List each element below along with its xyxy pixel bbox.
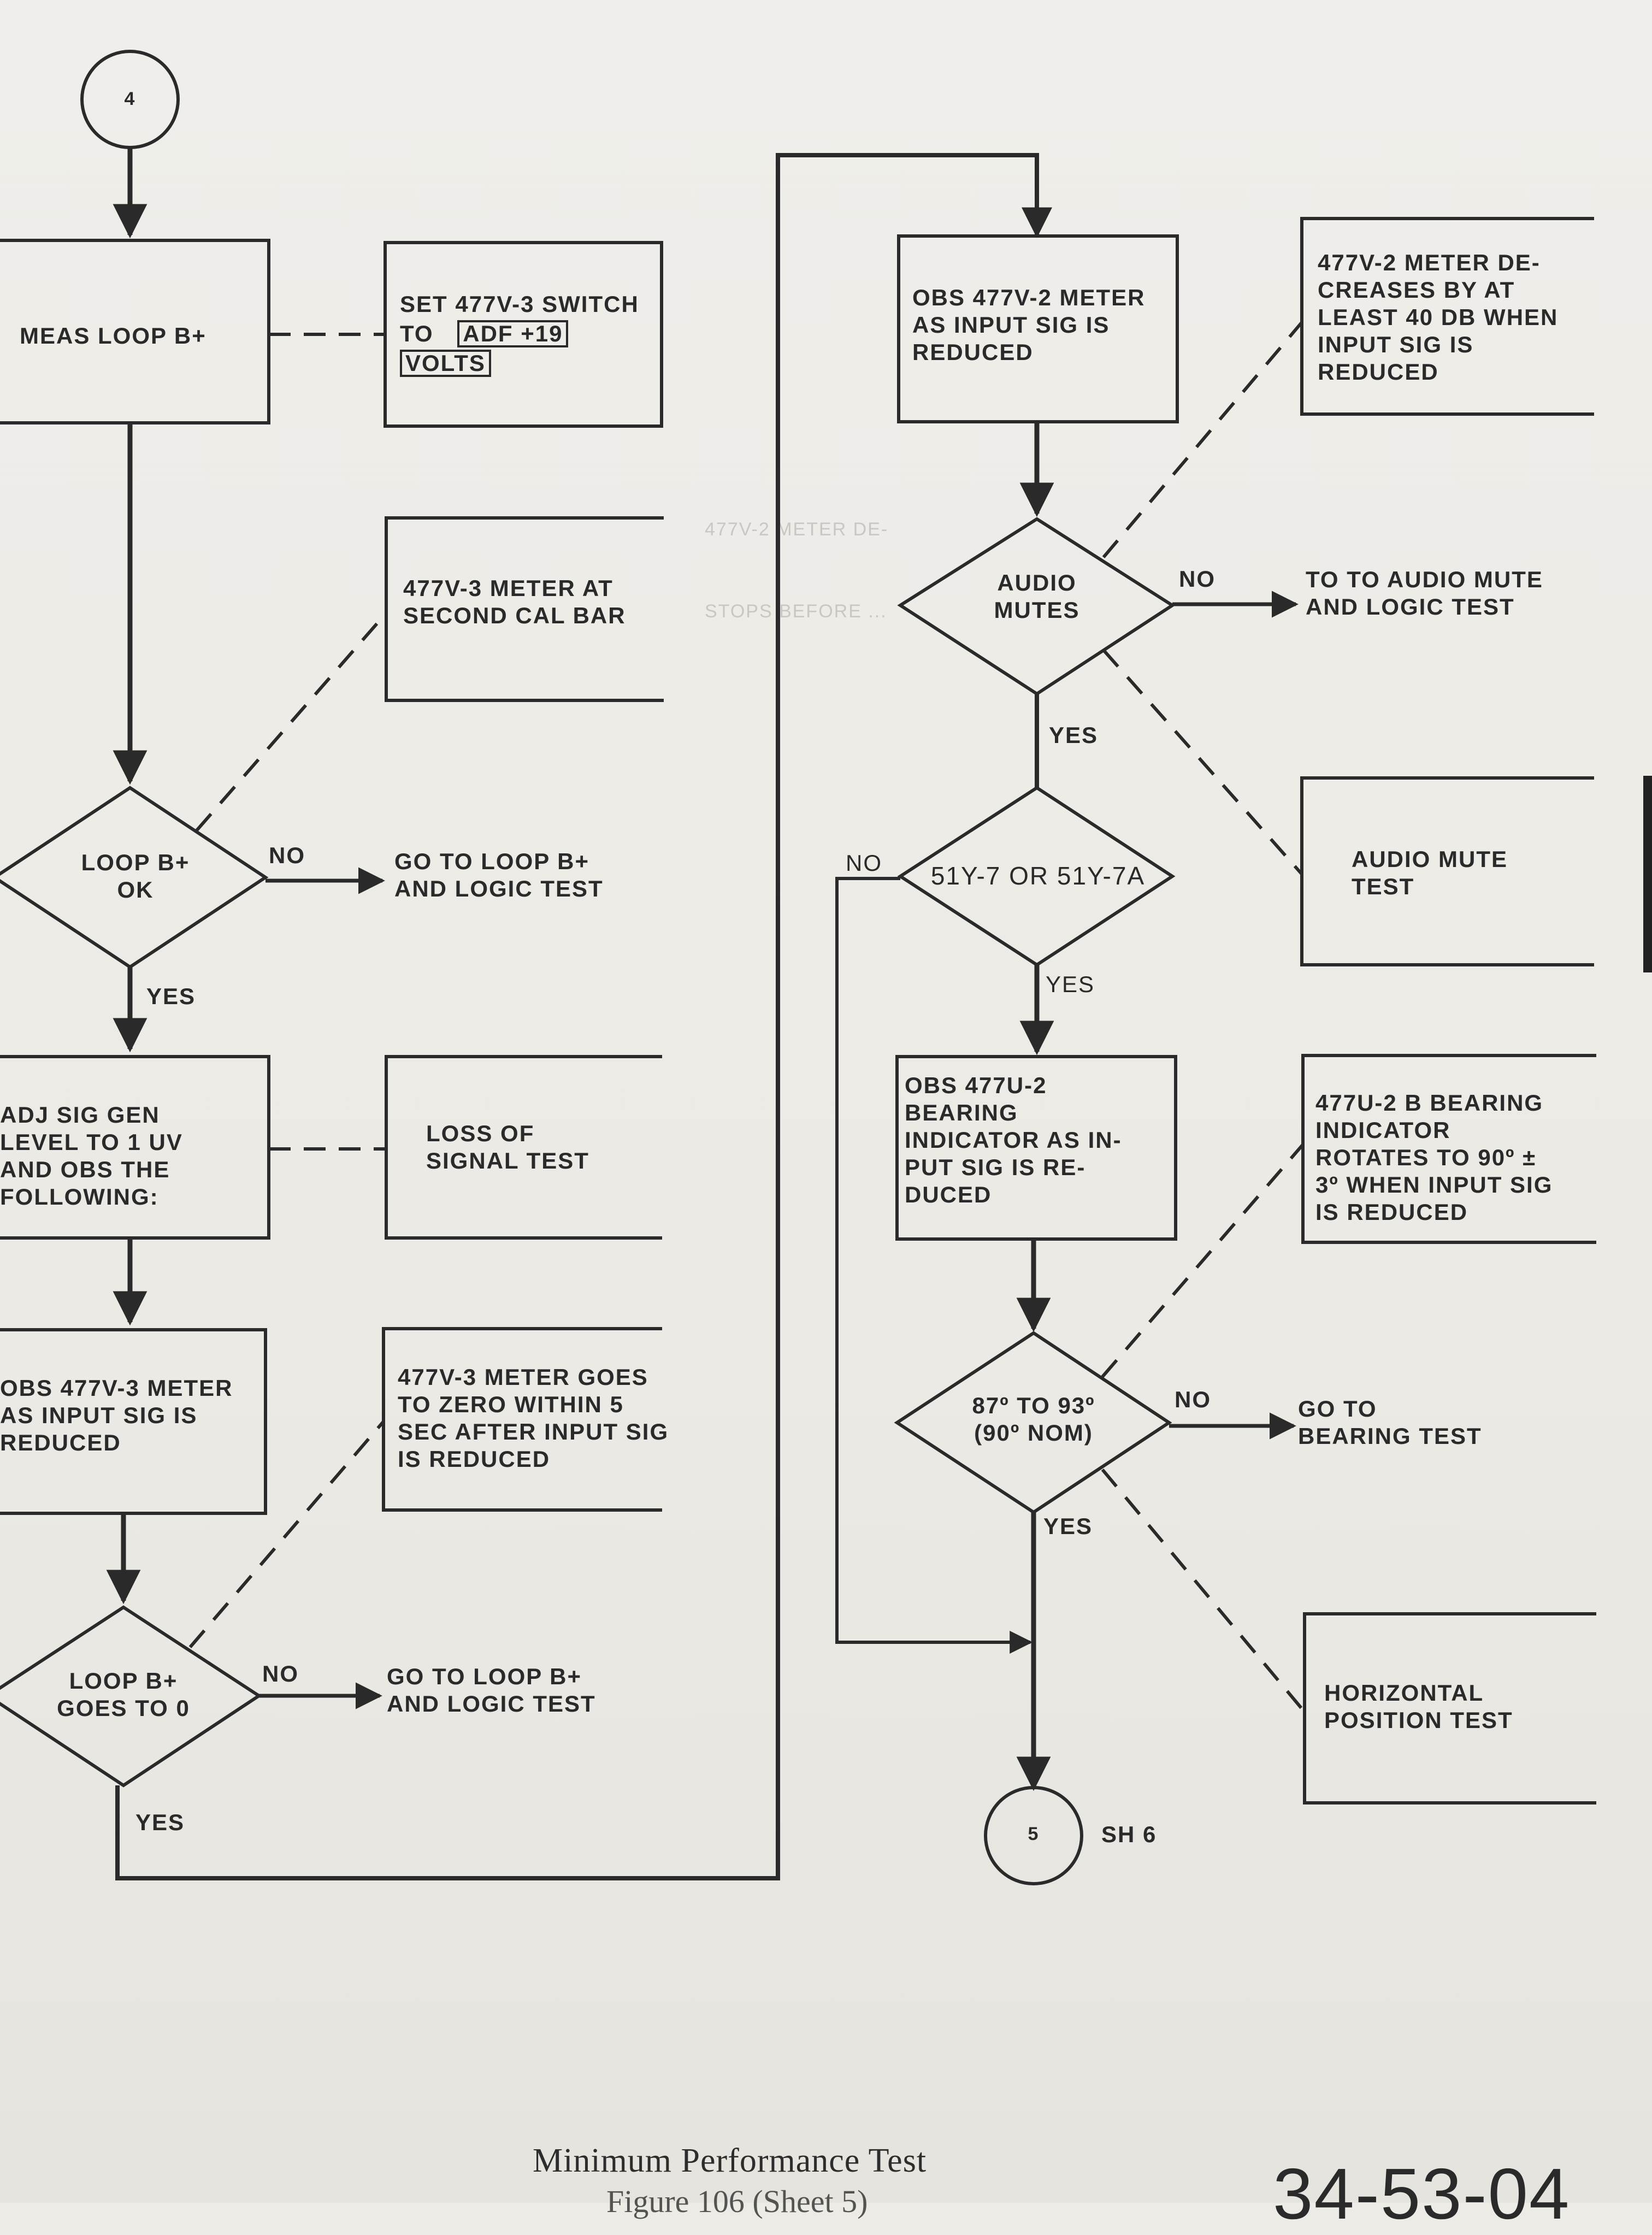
connector-end (984, 1786, 1083, 1885)
switch-units-box: VOLTS (400, 350, 491, 377)
set-switch-to: TO (400, 321, 434, 346)
audio-mute-test-text: AUDIO MUTE TEST (1352, 846, 1508, 899)
yes-label: YES (1046, 971, 1095, 997)
set-switch-block: SET 477V-3 SWITCH TO ADF +19 VOLTS (400, 291, 639, 377)
bleed-through-text: 477V-2 METER DE- (705, 519, 889, 540)
decision-audio-text: AUDIO MUTES (994, 570, 1080, 623)
figure-subcaption: Figure 106 (Sheet 5) (606, 2184, 868, 2219)
box-bearing-rotates (1301, 1054, 1596, 1244)
horizontal-test-text: HORIZONTAL POSITION TEST (1324, 1680, 1513, 1733)
decision-angle-text: 87º TO 93º (90º NOM) (972, 1393, 1095, 1446)
bearing-rotates-text: 477U-2 B BEARING INDICATOR ROTATES TO 90… (1315, 1090, 1553, 1225)
meter-decreases-text: 477V-2 METER DE- CREASES BY AT LEAST 40 … (1318, 250, 1559, 385)
box-meter-decreases (1300, 217, 1594, 416)
yes-label: YES (1043, 1513, 1093, 1539)
box-obs-bearing (895, 1055, 1177, 1241)
sheet-ref: SH 6 (1101, 1821, 1157, 1847)
box-set-switch (384, 241, 663, 428)
no-label: NO (1175, 1387, 1211, 1412)
goto-loop-logic-text: GO TO LOOP B+ AND LOGIC TEST (387, 1664, 596, 1717)
box-meter-goes-zero (382, 1327, 662, 1512)
switch-value-box: ADF +19 (457, 320, 569, 347)
yes-label: YES (1049, 722, 1099, 748)
diamond-goes-0 (0, 1605, 262, 1788)
box-horizontal-test (1303, 1612, 1596, 1804)
bleed-through-text: STOPS BEFORE ... (705, 601, 887, 622)
no-label: NO (269, 842, 305, 868)
loss-of-signal-text: LOSS OF SIGNAL TEST (426, 1121, 589, 1173)
no-label: NO (846, 850, 882, 876)
decision-loop-ok-text: LOOP B+ OK (81, 850, 190, 903)
adj-sig-gen-text: ADJ SIG GEN LEVEL TO 1 UV AND OBS THE FO… (0, 1102, 183, 1210)
yes-label: YES (135, 1809, 185, 1835)
goto-audio-mute-text: TO TO AUDIO MUTE AND LOGIC TEST (1306, 567, 1543, 620)
connector-end-label: 5 (1028, 1824, 1040, 1844)
figure-caption: Minimum Performance Test (533, 2142, 927, 2179)
obs-bearing-text: OBS 477U-2 BEARING INDICATOR AS IN- PUT … (905, 1072, 1122, 1207)
box-meter-cal (385, 516, 664, 702)
meter-cal-text: 477V-3 METER AT SECOND CAL BAR (403, 575, 626, 628)
box-audio-mute-test (1300, 776, 1594, 966)
meter-goes-zero-text: 477V-3 METER GOES TO ZERO WITHIN 5 SEC A… (398, 1364, 669, 1472)
document-number: 34-53-04 (1273, 2154, 1571, 2234)
box-obs-meter-3 (0, 1328, 267, 1515)
set-switch-text: SET 477V-3 SWITCH (400, 291, 639, 317)
goto-bearing-text: GO TO BEARING TEST (1298, 1396, 1482, 1449)
box-loss-of-signal (385, 1055, 662, 1240)
connector-start-label: 4 (124, 89, 136, 109)
page-edge-tab (1643, 776, 1652, 972)
no-label: NO (262, 1661, 299, 1686)
yes-label: YES (146, 983, 196, 1009)
box-meas-loop (0, 239, 270, 424)
decision-51y-text: 51Y-7 OR 51Y-7A (930, 862, 1146, 890)
decision-goes-0-text: LOOP B+ GOES TO 0 (57, 1668, 190, 1721)
obs-meter-3-text: OBS 477V-3 METER AS INPUT SIG IS REDUCED (0, 1375, 233, 1455)
obs-meter-2-text: OBS 477V-2 METER AS INPUT SIG IS REDUCED (912, 285, 1146, 365)
meas-loop-text: MEAS LOOP B+ (20, 323, 206, 349)
no-label: NO (1179, 566, 1216, 592)
goto-loop-logic-text: GO TO LOOP B+ AND LOGIC TEST (394, 848, 604, 901)
